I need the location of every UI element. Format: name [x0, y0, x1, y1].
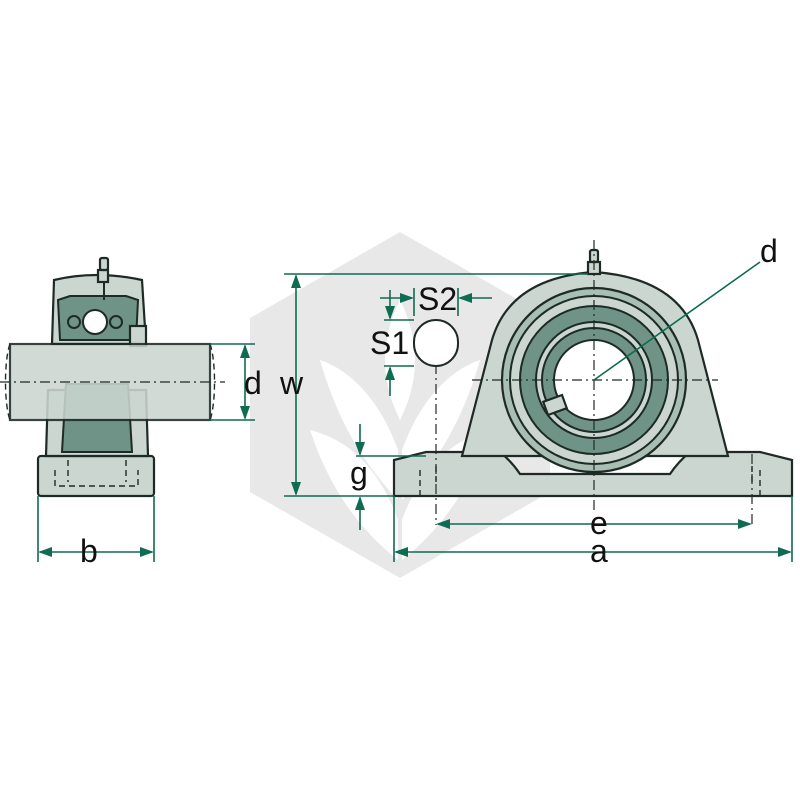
label-a: a	[590, 533, 608, 569]
dimension-lines	[37, 273, 793, 562]
label-d-front: d	[760, 233, 778, 269]
label-w: w	[279, 365, 304, 401]
label-s1: S1	[370, 325, 409, 361]
label-g: g	[350, 455, 368, 491]
dimension-labels: d b w S1 S2 g d e a	[80, 233, 778, 569]
front-view	[392, 240, 794, 525]
label-e: e	[590, 505, 608, 541]
label-d-side: d	[244, 365, 262, 401]
label-b: b	[80, 533, 98, 569]
label-s2: S2	[418, 281, 457, 317]
side-view	[0, 256, 225, 498]
